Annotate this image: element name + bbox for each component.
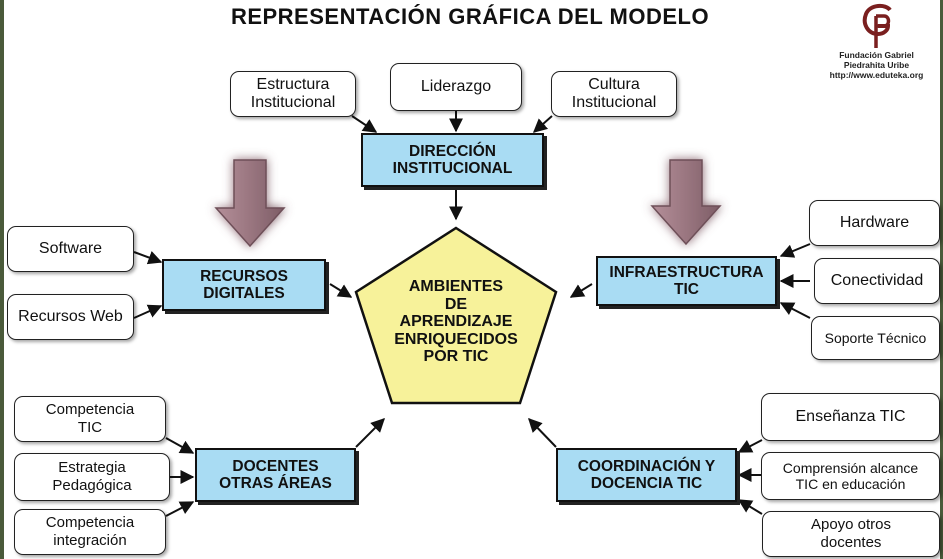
box-infraestructura-tic: INFRAESTRUCTURA TIC [596, 256, 777, 306]
arrow-estructura [351, 115, 378, 133]
box-recursos-web: Recursos Web [7, 294, 134, 340]
diagram-title: REPRESENTACIÓN GRÁFICA DEL MODELO [230, 4, 710, 29]
center-pentagon [354, 226, 558, 405]
box-estrategia-pedagogica: Estrategia Pedagógica [14, 453, 170, 501]
arrow-docentes-center [355, 418, 385, 448]
arrow-coordinacion-center [528, 417, 557, 448]
arrow-hardware [779, 243, 811, 258]
arrow-ensenanza [737, 439, 763, 453]
box-apoyo-otros-docentes: Apoyo otros docentes [762, 511, 940, 557]
box-hardware: Hardware [809, 200, 940, 246]
box-cultura-institucional: Cultura Institucional [551, 71, 677, 117]
arrow-competencia-tic [165, 437, 195, 454]
logo: Fundación Gabriel Piedrahita Uribe http:… [810, 0, 943, 90]
box-competencia-integracion: Competencia integración [14, 509, 166, 555]
box-soporte-tecnico: Soporte Técnico [811, 316, 940, 360]
arrow-competencia-integracion [165, 501, 195, 517]
box-conectividad: Conectividad [814, 258, 940, 304]
box-ensenanza-tic: Enseñanza TIC [761, 393, 940, 441]
logo-gp-icon [862, 3, 892, 48]
box-docentes-otras-areas: DOCENTES OTRAS ÁREAS [195, 448, 356, 502]
logo-text: Fundación Gabriel Piedrahita Uribe http:… [829, 50, 924, 80]
box-competencia-tic: Competencia TIC [14, 396, 166, 442]
left-frame-border [0, 0, 4, 559]
box-comprension-alcance: Comprensión alcance TIC en educación [761, 452, 940, 500]
arrow-infra-center [569, 283, 593, 298]
big-arrow-left [214, 159, 286, 248]
arrow-cultura [532, 115, 553, 133]
center-label: AMBIENTES DE APRENDIZAJE ENRIQUECIDOS PO… [394, 278, 518, 365]
right-frame-border [940, 0, 943, 559]
arrow-recursos-web [133, 304, 163, 319]
arrow-apoyo [737, 499, 763, 515]
arrow-soporte [779, 302, 811, 319]
arrow-recursos-center [329, 283, 353, 298]
box-liderazgo: Liderazgo [390, 63, 522, 111]
arrow-software [133, 251, 163, 265]
box-recursos-digitales: RECURSOS DIGITALES [162, 259, 326, 311]
box-direccion-institucional: DIRECCIÓN INSTITUCIONAL [361, 133, 544, 187]
big-arrow-right [650, 159, 722, 246]
box-software: Software [7, 226, 134, 272]
box-estructura-institucional: Estructura Institucional [230, 71, 356, 117]
box-coordinacion-docencia-tic: COORDINACIÓN Y DOCENCIA TIC [556, 448, 737, 502]
